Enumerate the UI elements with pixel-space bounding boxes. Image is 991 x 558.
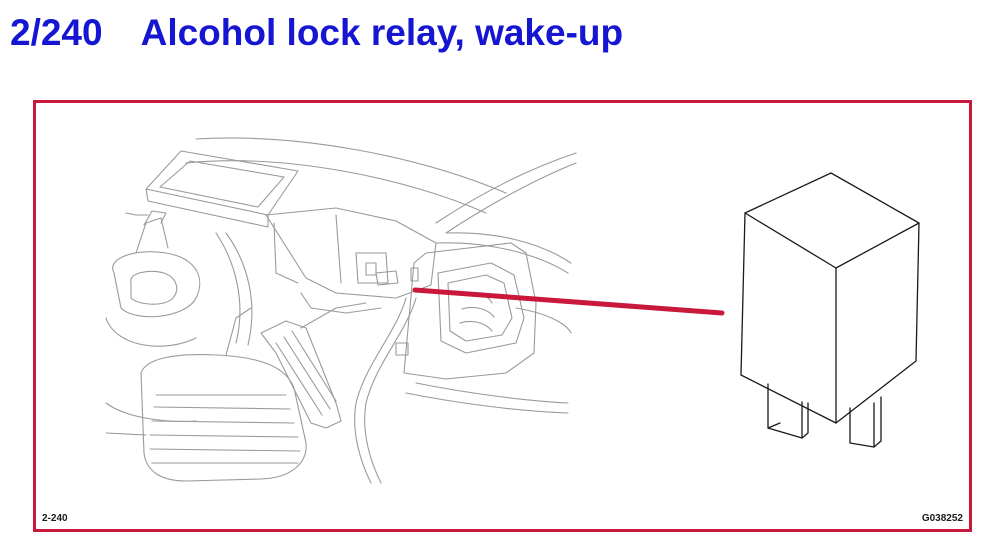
wiring-harness [354, 270, 417, 484]
figure-number: 2-240 [42, 513, 68, 524]
relay-component [740, 172, 920, 448]
accelerator-pedal [260, 302, 367, 429]
lower-dash-panel [105, 207, 437, 436]
brake-pedal [140, 307, 307, 482]
relay-bracket [403, 242, 537, 380]
title-text: Alcohol lock relay, wake-up [140, 12, 624, 53]
page-title: 2/240 Alcohol lock relay, wake-up [10, 14, 623, 51]
graphic-id: G038252 [921, 513, 963, 524]
figure-illustration [105, 137, 920, 484]
callout-leader-line [412, 287, 725, 316]
title-code: 2/240 [10, 12, 103, 53]
steering-column [105, 210, 201, 347]
figure-frame: 2-240 G038252 [33, 100, 972, 532]
dashboard-outline [185, 137, 577, 414]
upper-compartment [145, 150, 299, 228]
